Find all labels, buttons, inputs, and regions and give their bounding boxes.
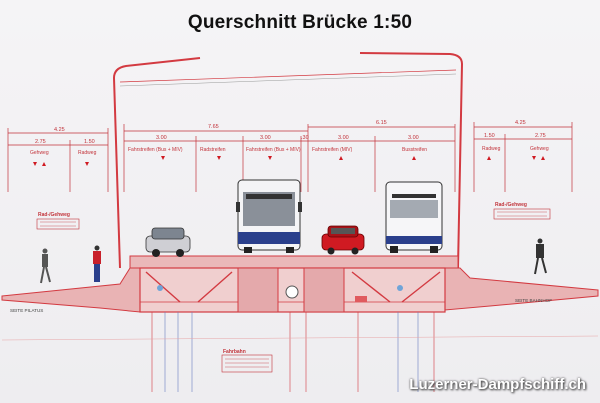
lane-label-radstreifen: Radstreifen (200, 147, 226, 153)
side-label-right: SEITE BAHNHOF (515, 298, 552, 303)
note-right-title: Rad-/Gehweg (495, 202, 527, 208)
note-bottom-title: Fahrbahn (223, 349, 246, 355)
lamp-posts (112, 52, 464, 269)
watermark: Luzerner-Dampfschiff.ch (409, 376, 586, 393)
lane-label-fahrstreifen-2: Fahrstreifen (Bus + MIV) (246, 147, 301, 153)
dimension-texts: 4.25 2.75 1.50 7.65 6.15 3.00 3.00 .30 3… (35, 120, 546, 145)
dim-center-part-5: 3.00 (408, 135, 419, 141)
arrow-up-icon (487, 156, 491, 160)
dim-right-part-1: 1.50 (484, 133, 495, 139)
dim-right-total: 4.25 (515, 120, 526, 126)
utility-pipe-icon (157, 285, 163, 291)
lane-label-busstreifen: Busstreifen (402, 147, 427, 153)
note-box-right: Rad-/Gehweg (493, 202, 551, 220)
utility-pipe-icon (285, 285, 299, 299)
side-label-left: SEITE PILATUS (10, 308, 43, 313)
arrow-down-icon (268, 156, 272, 160)
dim-center-right-total: 6.15 (376, 120, 387, 126)
dim-center-part-2: 3.00 (260, 135, 271, 141)
note-box-bottom: Fahrbahn (221, 349, 273, 373)
arrow-down-icon (532, 156, 536, 160)
car-red (321, 225, 365, 255)
car-left (145, 227, 191, 257)
lane-label-left-gehweg: Gehweg (30, 150, 49, 156)
arrow-up-icon (541, 156, 545, 160)
utility-pipe-icon (397, 285, 403, 291)
arrow-down-icon (161, 156, 165, 160)
note-box-left: Rad-/Gehweg (36, 212, 80, 230)
annotation-leaders (1, 312, 599, 392)
pedestrian-right (534, 238, 547, 275)
bus-right (385, 181, 443, 253)
arrow-up-icon (412, 156, 416, 160)
pedestrian-left-2 (93, 245, 101, 282)
dim-right-part-2: 2.75 (535, 133, 546, 139)
bridge-deck (1, 255, 599, 313)
dim-center-part-4: 3.00 (338, 135, 349, 141)
lane-label-fahrstreifen-1: Fahrstreifen (Bus + MIV) (128, 147, 183, 153)
lane-labels: Gehweg Radweg Fahrstreifen (Bus + MIV) R… (30, 146, 549, 156)
arrow-down-icon (33, 162, 37, 166)
lane-label-right-gehweg: Gehweg (530, 146, 549, 152)
arrow-up-icon (42, 162, 46, 166)
dim-left-total: 4.25 (54, 127, 65, 133)
diagram-title: Querschnitt Brücke 1:50 (187, 12, 413, 33)
lane-label-fahrstreifen-3: Fahrstreifen (MIV) (312, 147, 353, 153)
dim-left-part-2: 1.50 (84, 139, 95, 145)
arrow-down-icon (85, 162, 89, 166)
dim-center-part-1: 3.00 (156, 135, 167, 141)
pedestrian-left-1 (40, 248, 51, 284)
arrow-up-icon (339, 156, 343, 160)
dim-center-part-3: .30 (301, 135, 309, 141)
direction-arrows (33, 156, 545, 166)
bus-left (236, 179, 302, 253)
dim-center-total: 7.65 (208, 124, 219, 130)
dim-left-part-1: 2.75 (35, 139, 46, 145)
lane-label-right-radweg: Radweg (482, 146, 501, 152)
lane-label-left-radweg: Radweg (78, 150, 97, 156)
note-left-title: Rad-/Gehweg (38, 212, 70, 218)
arrow-down-icon (217, 156, 221, 160)
